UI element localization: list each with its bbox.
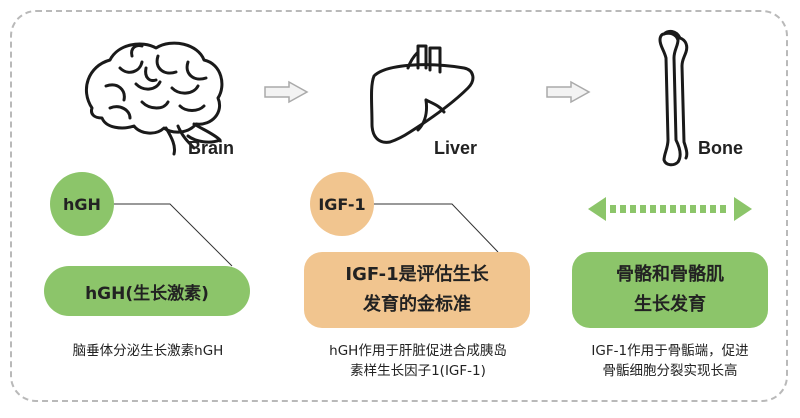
caption-liver-line2: 素样生长因子1(IGF-1) — [350, 363, 486, 379]
igf-box-line2: 发育的金标准 — [363, 294, 471, 315]
igf-box: IGF-1是评估生长 发育的金标准 — [304, 252, 530, 328]
double-arrow-icon — [588, 197, 752, 221]
caption-brain: 脑垂体分泌生长激素hGH — [40, 341, 256, 361]
hgh-box: hGH(生长激素) — [44, 266, 250, 316]
caption-bone-line2: 骨骺细胞分裂实现长高 — [602, 363, 738, 379]
igf-box-line1: IGF-1是评估生长 — [345, 264, 489, 285]
igf-circle: IGF-1 — [310, 172, 374, 236]
bone-label: Bone — [698, 138, 743, 158]
bone-box-line2: 生长发育 — [634, 294, 706, 315]
liver-icon — [370, 44, 475, 144]
caption-bone-line1: IGF-1作用于骨骺端，促进 — [591, 343, 749, 359]
bone-icon — [658, 29, 689, 167]
right-arrow-icon — [264, 80, 309, 104]
bone-box-line1: 骨骼和骨骼肌 — [616, 264, 724, 285]
dashed-frame — [10, 10, 788, 402]
caption-liver-line1: hGH作用于肝脏促进合成胰岛 — [329, 343, 507, 359]
caption-brain-line1: 脑垂体分泌生长激素hGH — [72, 343, 224, 359]
hgh-box-label: hGH(生长激素) — [85, 283, 209, 304]
hgh-circle: hGH — [50, 172, 114, 236]
caption-liver: hGH作用于肝脏促进合成胰岛 素样生长因子1(IGF-1) — [296, 341, 540, 381]
liver-label: Liver — [434, 138, 478, 158]
brain-label: Brain — [188, 138, 235, 158]
right-arrow-icon — [546, 80, 591, 104]
bone-box: 骨骼和骨骼肌 生长发育 — [572, 252, 768, 328]
caption-bone: IGF-1作用于骨骺端，促进 骨骺细胞分裂实现长高 — [566, 341, 774, 381]
brain-icon — [84, 41, 224, 156]
